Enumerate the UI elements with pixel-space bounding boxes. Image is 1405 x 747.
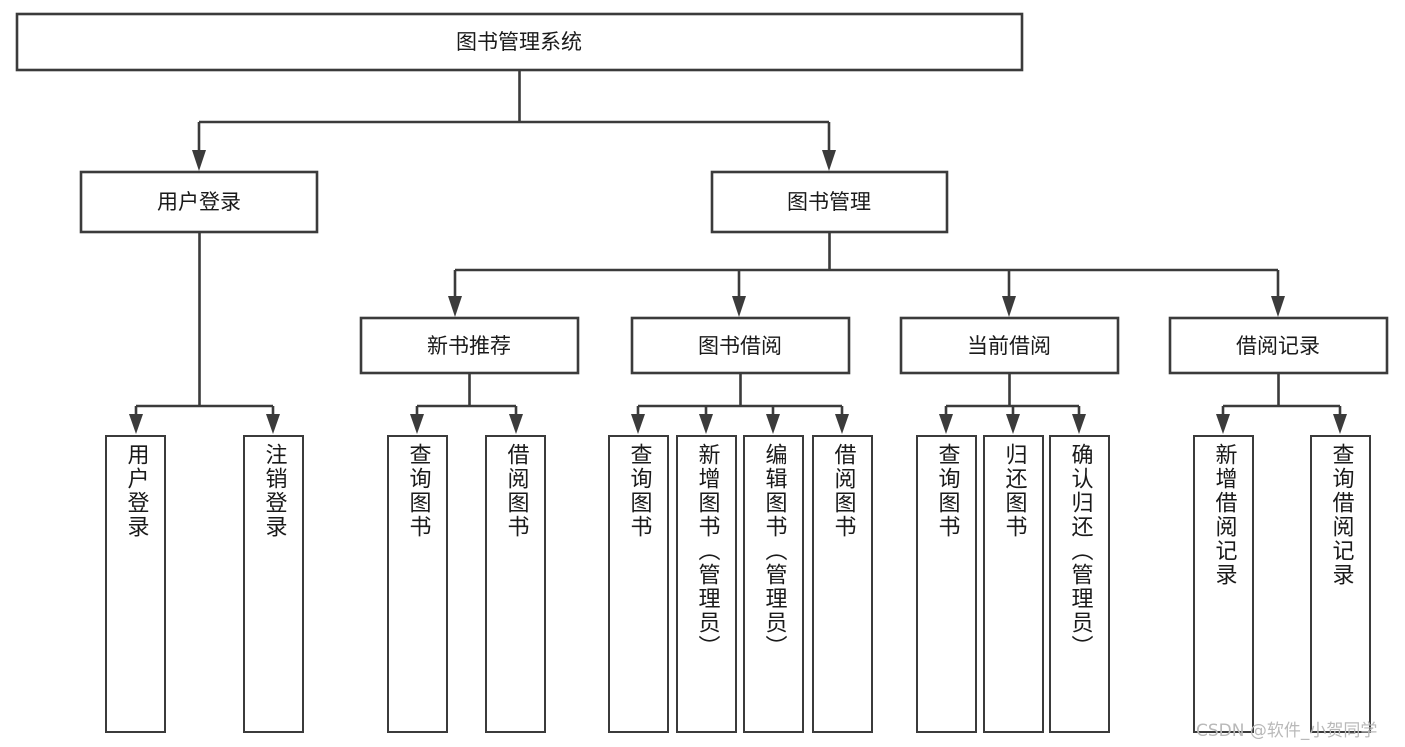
node-root-label: 图书管理系统: [456, 30, 582, 54]
node-book-management[interactable]: 图书管理: [710, 170, 949, 234]
node-borrow-record-label: 借阅记录: [1236, 334, 1320, 358]
node-leaf-add-borrow-record[interactable]: 新增借阅记录: [1193, 435, 1254, 733]
connector-currentborrow-to-leaves: [939, 373, 1086, 434]
node-leaf-add-book-admin[interactable]: 新增图书（管理员）: [676, 435, 737, 733]
node-leaf-query-book-borrow[interactable]: 查询图书: [608, 435, 669, 733]
node-leaf-query-book-recommend[interactable]: 查询图书: [387, 435, 448, 733]
node-leaf-user-logout[interactable]: 注销登录: [243, 435, 304, 733]
node-leaf-borrow-book-recommend[interactable]: 借阅图书: [485, 435, 546, 733]
node-leaf-query-book-current[interactable]: 查询图书: [916, 435, 977, 733]
node-leaf-query-book-current-label: 查询图书: [934, 443, 960, 539]
node-user-login-label: 用户登录: [157, 190, 241, 214]
node-leaf-query-borrow-record-label: 查询借阅记录: [1328, 443, 1354, 587]
node-leaf-borrow-book[interactable]: 借阅图书: [812, 435, 873, 733]
node-leaf-return-book-label: 归还图书: [1001, 443, 1027, 539]
node-leaf-return-book[interactable]: 归还图书: [983, 435, 1044, 733]
node-leaf-user-login[interactable]: 用户登录: [105, 435, 166, 733]
node-leaf-edit-book-admin[interactable]: 编辑图书（管理员）: [743, 435, 804, 733]
connector-bookborrow-to-leaves: [631, 373, 849, 434]
node-leaf-user-login-label: 用户登录: [123, 443, 149, 539]
node-new-book-recommend-label: 新书推荐: [427, 334, 511, 358]
node-current-borrow-label: 当前借阅: [967, 334, 1051, 358]
node-new-book-recommend[interactable]: 新书推荐: [359, 316, 580, 375]
node-book-borrow[interactable]: 图书借阅: [630, 316, 851, 375]
node-leaf-confirm-return-admin-label: 确认归还（管理员）: [1067, 443, 1093, 659]
connector-bookmgmt-to-level2: [448, 232, 1285, 317]
node-leaf-query-book-borrow-label: 查询图书: [626, 443, 652, 539]
node-leaf-user-logout-label: 注销登录: [261, 443, 287, 539]
node-leaf-query-book-recommend-label: 查询图书: [405, 443, 431, 539]
node-leaf-borrow-book-recommend-label: 借阅图书: [503, 443, 529, 539]
node-root[interactable]: 图书管理系统: [15, 12, 1024, 72]
node-leaf-query-borrow-record[interactable]: 查询借阅记录: [1310, 435, 1371, 733]
connector-userlogin-to-leaves: [129, 232, 280, 434]
node-user-login[interactable]: 用户登录: [79, 170, 319, 234]
connector-newbook-to-leaves: [410, 373, 523, 434]
node-leaf-edit-book-admin-label: 编辑图书（管理员）: [761, 443, 787, 659]
node-borrow-record[interactable]: 借阅记录: [1168, 316, 1389, 375]
node-book-borrow-label: 图书借阅: [698, 334, 782, 358]
node-current-borrow[interactable]: 当前借阅: [899, 316, 1120, 375]
node-book-management-label: 图书管理: [787, 190, 871, 214]
node-leaf-confirm-return-admin[interactable]: 确认归还（管理员）: [1049, 435, 1110, 733]
connector-borrowrecord-to-leaves: [1216, 373, 1347, 434]
node-leaf-add-borrow-record-label: 新增借阅记录: [1211, 443, 1237, 587]
node-leaf-add-book-admin-label: 新增图书（管理员）: [694, 443, 720, 659]
connector-root-to-level1: [192, 70, 836, 171]
node-leaf-borrow-book-label: 借阅图书: [830, 443, 856, 539]
